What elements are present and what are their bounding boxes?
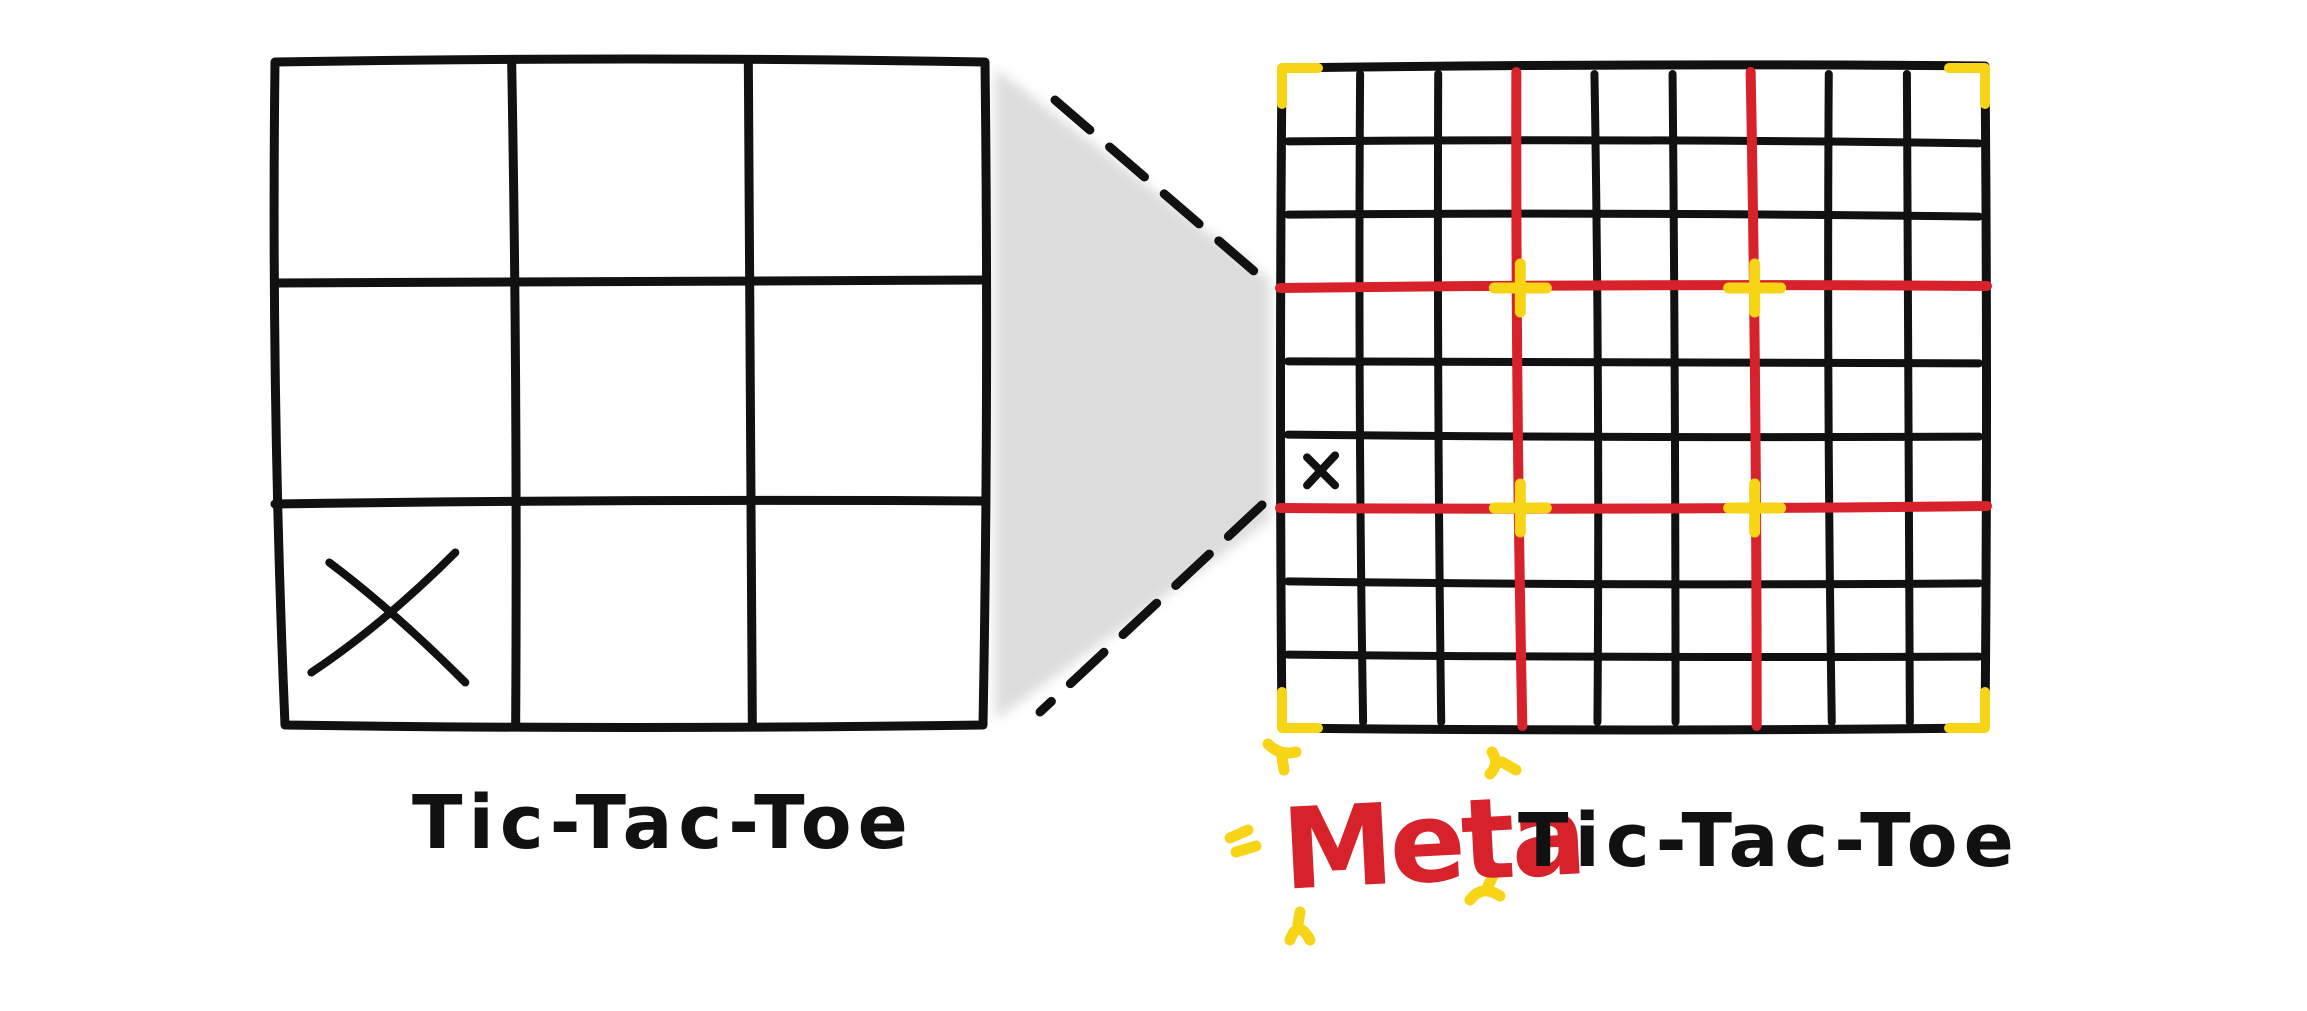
sparkle-icon bbox=[1464, 868, 1506, 906]
sparkle-icon bbox=[1224, 824, 1262, 858]
intersection-highlight-icon bbox=[1723, 258, 1787, 318]
corner-bracket-icon bbox=[1944, 687, 1990, 733]
meta-tic-tac-toe-caption: Tic-Tac-Toe bbox=[1518, 798, 2020, 884]
zoom-guide-lines bbox=[1035, 95, 1267, 717]
grid-line-horizontal bbox=[270, 495, 990, 509]
corner-bracket-icon bbox=[1944, 63, 1990, 109]
minor-grid-line-horizontal bbox=[1284, 357, 1983, 368]
major-grid-line-horizontal bbox=[1275, 280, 1992, 293]
minor-grid-line-horizontal bbox=[1284, 209, 1983, 221]
zoom-guide-bottom bbox=[1035, 500, 1267, 717]
sparkle-icon bbox=[1284, 906, 1316, 946]
minor-grid-line-vertical bbox=[1355, 70, 1368, 726]
major-grid-line-vertical bbox=[1745, 67, 1762, 731]
tic-tac-toe-board bbox=[269, 54, 992, 732]
minor-grid-line-vertical bbox=[1902, 70, 1914, 726]
minor-grid-line-horizontal bbox=[1284, 650, 1983, 662]
minor-grid-line-horizontal bbox=[1284, 577, 1983, 589]
tic-tac-toe-caption: Tic-Tac-Toe bbox=[412, 780, 914, 866]
grid-line-horizontal bbox=[270, 275, 990, 288]
minor-grid-line-horizontal bbox=[1284, 136, 1983, 148]
grid-line-vertical bbox=[743, 57, 757, 730]
minor-grid-line-vertical bbox=[1824, 70, 1836, 726]
major-grid-line-vertical bbox=[1511, 67, 1528, 731]
minor-grid-line-vertical bbox=[1433, 70, 1446, 726]
sparkle-icon bbox=[1262, 738, 1302, 776]
meta-tic-tac-toe-board bbox=[1275, 60, 1992, 735]
minor-grid-line-vertical bbox=[1590, 70, 1603, 726]
minor-grid-line-vertical bbox=[1668, 70, 1680, 726]
highlight-decorations bbox=[1224, 738, 1522, 946]
corner-bracket-icon bbox=[1277, 63, 1323, 109]
x-mark-icon bbox=[1303, 451, 1340, 490]
meta-board-outline bbox=[1276, 60, 1991, 735]
board-outline bbox=[269, 54, 992, 732]
intersection-highlight-icon bbox=[1723, 478, 1787, 538]
zoom-guide-top bbox=[1050, 95, 1267, 283]
intersection-highlight-icon bbox=[1488, 478, 1552, 538]
major-grid-line-horizontal bbox=[1275, 501, 1992, 514]
grid-line-vertical bbox=[507, 57, 521, 730]
intersection-highlight-icon bbox=[1488, 258, 1552, 318]
minor-grid-line-horizontal bbox=[1284, 430, 1983, 442]
sparkle-icon bbox=[1484, 746, 1522, 780]
x-mark-icon bbox=[307, 548, 470, 687]
corner-bracket-icon bbox=[1277, 687, 1323, 733]
